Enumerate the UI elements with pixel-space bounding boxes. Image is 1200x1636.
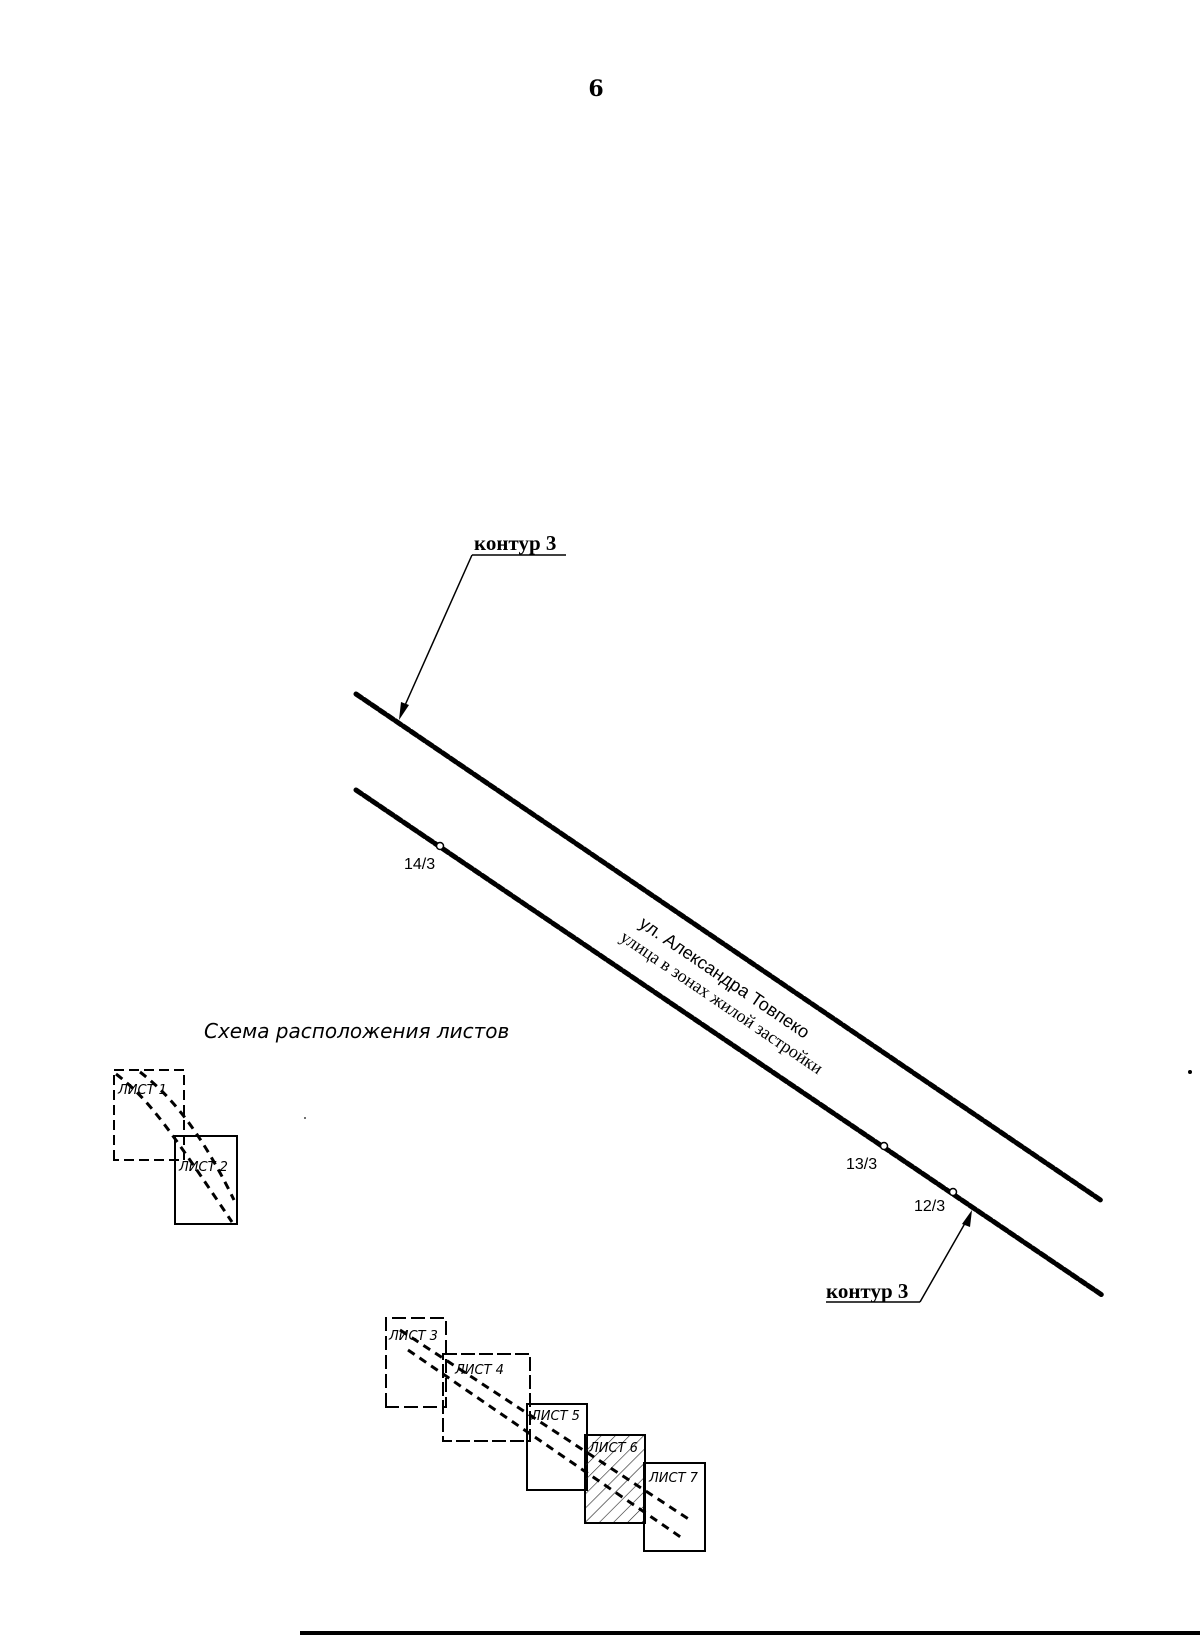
scheme-road-path xyxy=(115,1072,234,1223)
contour-leader-bottom: контур 3 xyxy=(826,1210,972,1303)
sheet-frame-3[interactable]: ЛИСТ 3 xyxy=(385,1317,447,1408)
point-label: 13/3 xyxy=(846,1156,877,1173)
contour-line-north xyxy=(353,691,1105,1204)
scan-dot xyxy=(1188,1070,1192,1074)
boundary-point-13: 13/3 xyxy=(846,1141,889,1173)
sheet-frame-7[interactable]: ЛИСТ 7 xyxy=(643,1462,706,1552)
sheet-label: ЛИСТ 6 xyxy=(588,1441,638,1456)
boundary-point-12: 12/3 xyxy=(914,1187,958,1215)
arrowhead-icon xyxy=(962,1210,972,1227)
contour-leader-top: контур 3 xyxy=(399,531,566,720)
scan-dot xyxy=(304,1117,306,1119)
street-name: ул. Александра Товпеко xyxy=(636,913,814,1043)
sheet-scheme: ЛИСТ 1 ЛИСТ 2 ЛИСТ 3 ЛИСТ 4 ЛИСТ 5 ЛИСТ … xyxy=(113,1069,706,1552)
boundary-point-14: 14/3 xyxy=(404,841,445,873)
street-boundary xyxy=(353,691,1105,1298)
point-label: 12/3 xyxy=(914,1198,945,1215)
sheet-label: ЛИСТ 5 xyxy=(530,1409,580,1424)
sheet-frame-1[interactable]: ЛИСТ 1 xyxy=(113,1069,185,1161)
arrowhead-icon xyxy=(399,702,409,720)
sheet-label: ЛИСТ 7 xyxy=(648,1471,699,1486)
street-label-group: ул. Александра Товпеко улица в зонах жил… xyxy=(617,913,827,1079)
point-label: 14/3 xyxy=(404,856,435,873)
contour-line-south xyxy=(353,787,1105,1298)
street-category: улица в зонах жилой застройки xyxy=(617,926,827,1078)
sheet-label: ЛИСТ 3 xyxy=(388,1329,438,1344)
scheme-road-path xyxy=(399,1328,691,1522)
contour-label-top: контур 3 xyxy=(474,531,556,555)
sheet-frame-4[interactable]: ЛИСТ 4 xyxy=(442,1353,531,1442)
sheet-label: ЛИСТ 4 xyxy=(454,1363,504,1378)
contour-label-bottom: контур 3 xyxy=(826,1279,908,1303)
scheme-title: Схема расположения листов xyxy=(204,1019,509,1043)
page-number: 6 xyxy=(588,76,603,102)
